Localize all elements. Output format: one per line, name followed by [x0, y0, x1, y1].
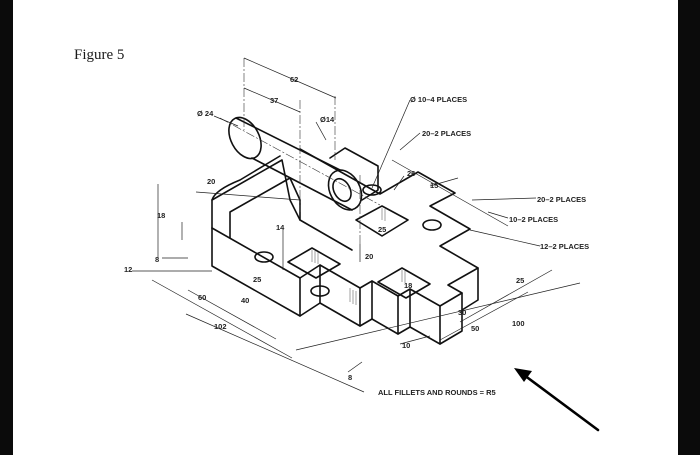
- dim-25-right: 25: [516, 276, 524, 285]
- dim-18: 18: [157, 211, 165, 220]
- base-plate: [211, 148, 479, 345]
- dim-14: 14: [276, 223, 285, 232]
- note-slot-d: 12–2 PLACES: [540, 242, 589, 251]
- right-border: [678, 0, 700, 455]
- upright-support: [211, 155, 353, 251]
- hole-1: [254, 251, 274, 263]
- note-slot-b: 20–2 PLACES: [537, 195, 586, 204]
- general-note: ALL FILLETS AND ROUNDS = R5: [378, 388, 496, 397]
- dim-25-lower: 25: [253, 275, 261, 284]
- note-hole: Ø 10–4 PLACES: [410, 95, 467, 104]
- hole-4: [422, 219, 442, 231]
- slot-1: [287, 247, 341, 279]
- dim-dia24: Ø 24: [197, 109, 214, 118]
- pointer-arrow: [514, 368, 600, 432]
- dim-37: 37: [270, 96, 278, 105]
- slot-2: [377, 267, 431, 299]
- dim-10: 10: [402, 341, 410, 350]
- dim-15: 15: [430, 181, 438, 190]
- dim-8-left: 8: [155, 255, 159, 264]
- hole-3: [362, 184, 382, 196]
- dim-30: 30: [458, 308, 466, 317]
- dim-25-upper: 25: [378, 225, 386, 234]
- dim-60: 60: [198, 293, 206, 302]
- dim-18-inner: 18: [404, 281, 412, 290]
- dim-26: 26: [407, 169, 415, 178]
- slot-3: [355, 205, 409, 237]
- dim-50: 50: [471, 324, 479, 333]
- dim-40: 40: [241, 296, 249, 305]
- left-border: [0, 0, 13, 455]
- dim-100: 100: [512, 319, 525, 328]
- note-slot-a: 20–2 PLACES: [422, 129, 471, 138]
- slots: [287, 205, 431, 305]
- cylinder: [228, 116, 379, 211]
- dim-20-top: 20: [207, 177, 215, 186]
- dim-102: 102: [214, 322, 227, 331]
- dim-20-mid: 20: [365, 252, 373, 261]
- dimension-labels: 62 37 Ø 24 Ø14 Ø 10–4 PLACES 20–2 PLACES…: [124, 75, 589, 382]
- note-slot-c: 10–2 PLACES: [509, 215, 558, 224]
- hole-2: [310, 285, 330, 297]
- dim-62: 62: [290, 75, 298, 84]
- mounting-holes: [254, 184, 442, 297]
- dim-dia14: Ø14: [320, 115, 335, 124]
- figure-title: Figure 5: [74, 47, 125, 63]
- dim-12: 12: [124, 265, 132, 274]
- dimension-lines: [132, 57, 581, 393]
- center-lines: [219, 58, 381, 245]
- dim-8-bottom: 8: [348, 373, 352, 382]
